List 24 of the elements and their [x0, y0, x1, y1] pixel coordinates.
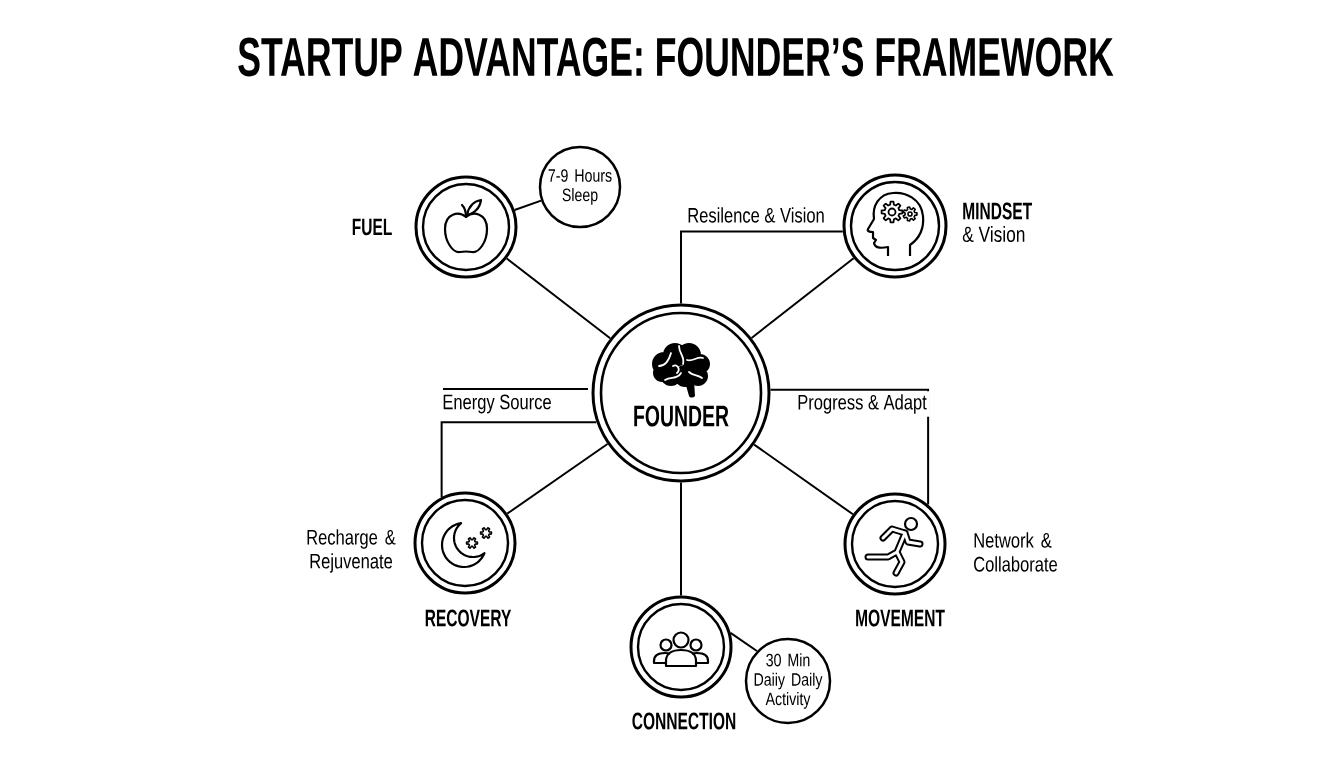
connector-line: [750, 257, 855, 339]
category-label: MINDSET: [963, 202, 1032, 220]
category-label: MOVEMENT: [856, 609, 945, 627]
connector-line: [729, 631, 758, 652]
connector-line: [440, 421, 598, 499]
category-label: RECOVERY: [425, 609, 512, 627]
connector-line: [680, 230, 844, 305]
category-label: FUEL: [352, 218, 392, 236]
edge-label: Progress & Adapt: [794, 391, 930, 417]
category-label: CONNECTION: [632, 712, 736, 730]
info-bubble: 30 Min Daiiy Daily Activity: [744, 637, 832, 725]
connector-line: [513, 199, 543, 211]
connector-line: [769, 388, 930, 506]
edge-label: Resilence & Vision: [684, 204, 828, 226]
side-caption: Recharge & Rejuvenate: [307, 529, 396, 573]
category-subtitle: & Vision: [962, 225, 1025, 243]
side-caption: Network & Collaborate: [974, 532, 1057, 572]
title: STARTUP ADVANTAGE: FOUNDER’S FRAMEWORK: [238, 37, 1114, 77]
connector-line: [506, 443, 609, 515]
info-bubble: 7-9 Hours Sleep: [538, 145, 622, 229]
edge-label: Energy Source: [439, 391, 555, 417]
connector-line: [680, 481, 682, 597]
connector-line: [505, 257, 612, 340]
connector-line: [753, 443, 854, 516]
